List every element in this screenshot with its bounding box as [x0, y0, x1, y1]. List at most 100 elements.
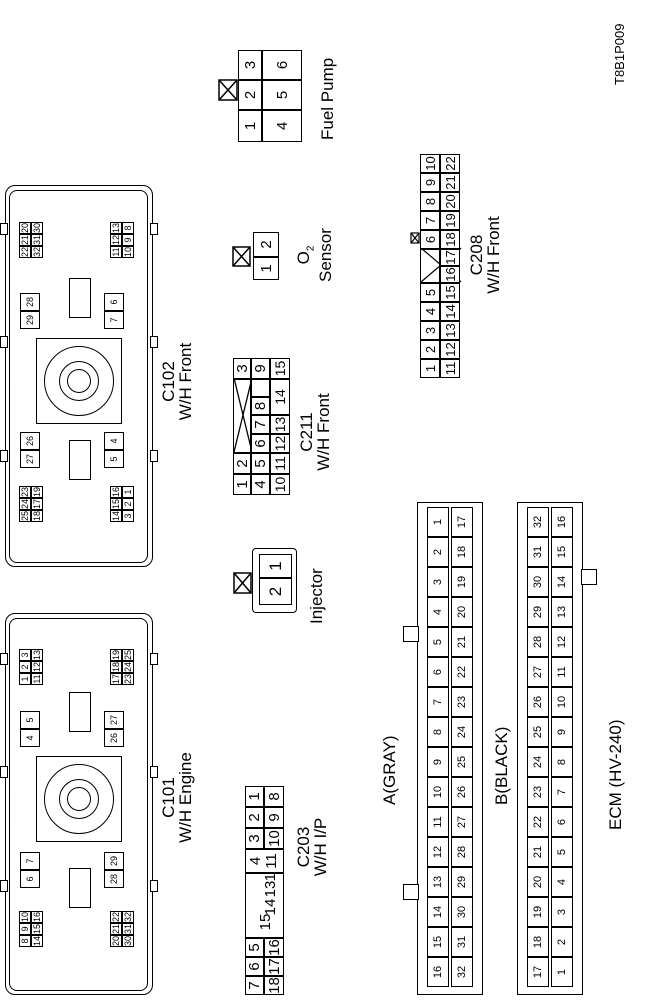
c208-blank-cross: [420, 247, 462, 283]
c102-pin-3: 3: [122, 510, 134, 522]
c208-pin-18: 18: [440, 230, 460, 249]
c203-pin-7: 7: [245, 976, 264, 995]
c208-pin-22: 22: [440, 154, 460, 173]
o2-pin-2: 2: [253, 232, 279, 257]
c203-pin-9: 9: [264, 807, 284, 828]
o2-pin-1: 1: [253, 257, 279, 280]
c102-latch-tab: [150, 336, 158, 348]
c203-description: W/H I/P: [311, 817, 331, 877]
c102-name: C102: [159, 361, 178, 402]
c101-pin-22: 22: [110, 911, 122, 923]
c101-pin-14: 14: [31, 935, 43, 947]
c208-pin-17: 17: [440, 249, 460, 266]
c208-pin-15: 15: [440, 283, 460, 302]
ecm-a-pin-29: 29: [451, 867, 473, 897]
c208-pin-1: 1: [420, 359, 440, 378]
ecm-a-pin-2: 2: [427, 537, 449, 567]
c102-pin-8: 8: [122, 222, 134, 234]
c208-pin-6: 6: [420, 230, 440, 249]
o2-name-line: O2: [294, 215, 317, 295]
fuel-pump-pin-1: 1: [238, 110, 262, 142]
ecm-b-pin-18: 18: [527, 927, 549, 957]
c211-pin-2: 2: [233, 453, 251, 474]
c102-pin-13: 13: [110, 222, 122, 234]
c102-pin-14: 14: [110, 510, 122, 522]
ecm-b-pin-19: 19: [527, 897, 549, 927]
c208-pin-2: 2: [420, 340, 440, 359]
c203-pin-6: 6: [245, 957, 264, 976]
c203-pin-18: 18: [264, 976, 284, 995]
c208-pin-16: 16: [440, 266, 460, 283]
c101-guide-slot-2: [69, 868, 91, 908]
c208-description: W/H Front: [484, 216, 504, 294]
ecm-b-pin-12: 12: [551, 627, 573, 657]
c208-blank-position: [420, 247, 462, 283]
c102-bolt-ring-inner: [67, 369, 91, 393]
c101-latch-tab: [150, 880, 158, 892]
ecm-a-pin-22: 22: [451, 657, 473, 687]
injector-label: Injector: [307, 568, 326, 624]
ecm-b-pin-25: 25: [527, 717, 549, 747]
c211-pin-9-spare: [251, 379, 270, 397]
c101-pin-6: 6: [20, 870, 40, 888]
c102-pin-12: 12: [110, 234, 122, 246]
c102-caption: C102 W/H Front: [159, 329, 195, 434]
c101-pin-18: 18: [110, 661, 122, 673]
fuel-pump-pin-3: 3: [238, 50, 262, 80]
c211-description: W/H Front: [314, 393, 334, 471]
c203-pin-1: 1: [245, 786, 264, 807]
c102-pin-23: 23: [19, 486, 31, 498]
c101-pin-26: 26: [104, 729, 124, 747]
ecm-b-pin-26: 26: [527, 687, 549, 717]
ecm-b-pin-15: 15: [551, 537, 573, 567]
c102-latch-tab: [150, 223, 158, 235]
c102-pin-4: 4: [104, 432, 124, 450]
c208-pin-14: 14: [440, 302, 460, 321]
c102-pin-16: 16: [110, 486, 122, 498]
c102-pin-9: 9: [122, 234, 134, 246]
o2-caption: O2 Sensor: [294, 215, 335, 295]
ecm-a-pin-21: 21: [451, 627, 473, 657]
c102-pin-15: 15: [110, 498, 122, 510]
c101-pin-9: 9: [19, 923, 31, 935]
fuel-pump-pin-2: 2: [238, 80, 262, 110]
c102-guide-slot-1: [69, 278, 91, 318]
c101-pin-25: 25: [122, 649, 134, 661]
ecm-b-pin-28: 28: [527, 627, 549, 657]
c208-pin-4: 4: [420, 302, 440, 321]
c101-name: C101: [159, 777, 178, 818]
fuel-pump-lock-icon: [218, 79, 238, 101]
ecm-a-pin-15: 15: [427, 927, 449, 957]
c203-pin-10: 10: [264, 828, 284, 849]
c203-pin-8: 8: [264, 786, 284, 807]
c101-pin-32: 32: [122, 911, 134, 923]
ecm-a-pin-24: 24: [451, 717, 473, 747]
c101-pin-27: 27: [104, 711, 124, 729]
c101-pin-7: 7: [20, 852, 40, 870]
ecm-a-pin-9: 9: [427, 747, 449, 777]
c208-pin-13: 13: [440, 321, 460, 340]
c203-pin-3: 3: [245, 828, 264, 849]
document-code: T8B1P009: [612, 23, 627, 85]
c102-pin-11: 11: [110, 246, 122, 258]
c211-pin-6: 6: [251, 434, 270, 453]
c102-pin-17: 17: [31, 498, 43, 510]
c203-name: C203: [294, 826, 313, 868]
c208-pin-19: 19: [440, 211, 460, 230]
ecm-b-label: B(BLACK): [492, 726, 511, 805]
c102-pin-10: 10: [122, 246, 134, 258]
ecm-b-pin-16: 16: [551, 507, 573, 537]
c203-pin-17: 17: [264, 957, 284, 976]
ecm-b-pin-5: 5: [551, 837, 573, 867]
c211-pin-14: 14: [270, 379, 290, 415]
c101-pin-15: 15: [31, 923, 43, 935]
c211-name: C211: [297, 412, 316, 452]
ecm-b-pin-24: 24: [527, 747, 549, 777]
c102-pin-32: 32: [31, 246, 43, 258]
c101-pin-31: 31: [122, 923, 134, 935]
c211-caption: C211 W/H Front: [297, 382, 334, 482]
ecm-b-pin-11: 11: [551, 657, 573, 687]
o2-name: O: [294, 251, 313, 265]
ecm-b-key-tab: [581, 569, 597, 585]
